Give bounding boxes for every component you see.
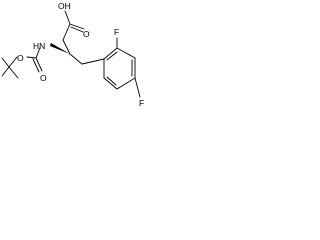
wedge-bond-chiral-nh [50,43,70,54]
ring-bond-5-inner [106,76,117,86]
bond-tbu-methyl-1 [1,57,10,68]
bond-ch2-acid [62,23,71,41]
ring-bond-1 [103,47,118,60]
bond-ester-o-tbu [8,56,18,68]
bond-carbonyl-ester-o [26,56,37,59]
atom-carbonyl-o-label: O [40,73,47,83]
bond-acid-c-o-double-2 [70,26,84,33]
bond-nh-carbonyl [35,47,41,59]
bond-acid-c-o-double-1 [69,23,85,30]
bond-carbonyl-o-double-1 [35,57,43,72]
atom-acid-o-label: O [83,29,90,39]
atom-ester-o-label: O [17,53,24,63]
atom-nh-label: HN [33,41,45,51]
atom-f-top-label: F [114,27,119,37]
bond-tbu-methyl-2 [1,66,10,77]
ring-bond-1-inner [106,51,118,61]
bond-ch2-chiral [62,39,71,55]
ring-bond-4 [116,77,136,90]
ring-bond-2 [116,47,136,59]
bond-chiral-ch2 [69,53,83,65]
atom-f-bottom-label: F [139,98,144,108]
bond-ring-f-bottom [134,77,141,98]
bond-ch2-ring [81,58,105,65]
bond-tbu-methyl-3 [8,66,19,79]
bond-carbonyl-o-double-2 [32,58,40,73]
ring-bond-5 [103,77,118,90]
atom-oh-label: OH [58,1,71,11]
bond-acid-c-oh [64,10,71,25]
molecule-structure: OH O HN O O F F [1,1,144,108]
